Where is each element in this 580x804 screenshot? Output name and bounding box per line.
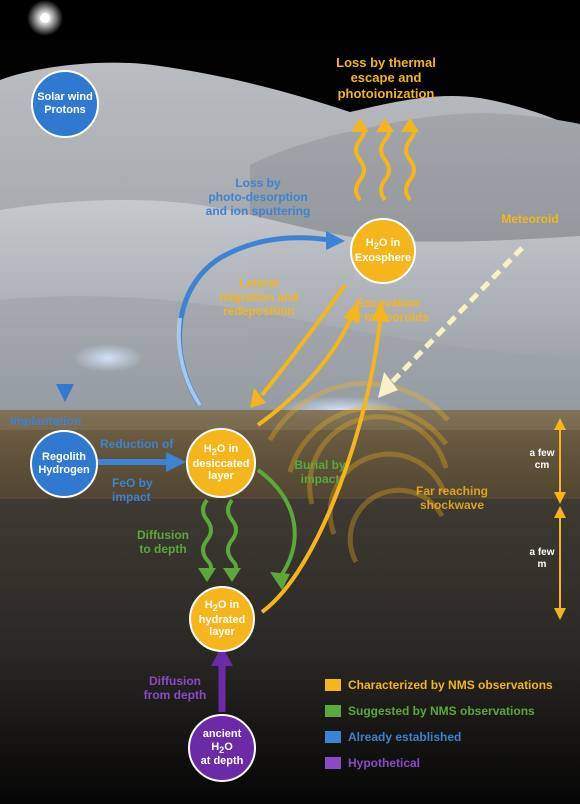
legend-item-hypothetical: Hypothetical xyxy=(325,756,420,770)
scale-m-arrow xyxy=(554,506,566,620)
h2o-desiccated-node: H2O in desiccated layer xyxy=(186,428,256,498)
reduction-arrow xyxy=(166,452,186,472)
legend-item-characterized: Characterized by NMS observations xyxy=(325,678,553,692)
legend-item-established: Already established xyxy=(325,730,461,744)
diffusion-to-depth-arrows xyxy=(201,498,238,574)
legend-swatch-characterized xyxy=(325,679,341,691)
loss-thermal-label: Loss by thermal escape and photoionizati… xyxy=(336,55,436,101)
h2o-desiccated-label: H2O in desiccated layer xyxy=(193,443,250,483)
legend-swatch-established xyxy=(325,731,341,743)
regolith-hydrogen-node: Regolith Hydrogen xyxy=(30,430,98,498)
few-cm-label: a few cm xyxy=(529,448,555,471)
h2o-exosphere-label: H2O in Exosphere xyxy=(355,237,411,264)
h2o-desiccated-h: H xyxy=(203,442,212,455)
diffusion-depth-label: Diffusion to depth xyxy=(137,528,189,557)
burial-label: Burial by impact xyxy=(294,458,346,487)
legend-swatch-hypothetical xyxy=(325,757,341,769)
h2o-exosphere-node: H2O in Exosphere xyxy=(350,218,416,284)
loss-photo-label: Loss by photo-desorption and ion sputter… xyxy=(205,176,311,219)
h2o-hydrated-node: H2O in hydrated layer xyxy=(189,586,255,652)
h2o-hydrated-rest: O in hydrated layer xyxy=(198,598,246,639)
solar-wind-label: Solar wind Protons xyxy=(37,91,93,116)
far-reaching-label: Far reaching shockwave xyxy=(415,484,489,513)
legend-label-established: Already established xyxy=(348,730,462,744)
ancient-h2o-label: ancient H2O at depth xyxy=(201,728,244,768)
ancient-h2o-rest: O at depth xyxy=(200,740,244,768)
solar-wind-node: Solar wind Protons xyxy=(31,70,99,138)
h2o-desiccated-rest: O in desiccated layer xyxy=(192,442,250,483)
h2o-hydrated-sub: 2 xyxy=(212,603,218,614)
h2o-exosphere-rest: O in Exosphere xyxy=(354,237,412,265)
feo-label: FeO by impact xyxy=(112,476,153,505)
few-m-label: a few m xyxy=(529,547,555,570)
ancient-h2o-sub: 2 xyxy=(219,744,225,755)
diffusion-from-label: Diffusion from depth xyxy=(143,674,207,703)
lateral-migration-label: Lateral migration and redeposition xyxy=(219,276,299,319)
legend-label-hypothetical: Hypothetical xyxy=(348,756,421,770)
legend-label-characterized: Characterized by NMS observations xyxy=(348,678,553,692)
ancient-h2o-node: ancient H2O at depth xyxy=(188,714,256,782)
h2o-hydrated-h: H xyxy=(204,598,213,611)
thermal-escape-arrows xyxy=(354,126,416,202)
hydrated-excavation-arrow xyxy=(260,319,382,614)
legend-item-suggested: Suggested by NMS observations xyxy=(325,704,535,718)
burial-arrow xyxy=(256,468,297,582)
lateral-migration-arrow xyxy=(260,283,347,397)
meteoroid-label: Meteoroid xyxy=(501,212,559,226)
implantation-label: Implantation xyxy=(10,414,82,428)
reduction-label: Reduction of xyxy=(100,437,174,451)
h2o-exosphere-h: H xyxy=(365,237,374,250)
h2o-hydrated-label: H2O in hydrated layer xyxy=(199,599,245,639)
legend-label-suggested: Suggested by NMS observations xyxy=(348,704,535,718)
scale-cm-arrow xyxy=(554,418,566,504)
excavation-label: Excavation by meteoroids xyxy=(346,296,430,325)
h2o-exosphere-sub: 2 xyxy=(373,241,379,252)
regolith-hydrogen-label: Regolith Hydrogen xyxy=(38,451,90,476)
legend-swatch-suggested xyxy=(325,705,341,717)
h2o-desiccated-sub: 2 xyxy=(211,447,217,458)
excavation-arrow xyxy=(256,315,354,427)
ancient-h2o-h: ancient H xyxy=(202,727,242,753)
